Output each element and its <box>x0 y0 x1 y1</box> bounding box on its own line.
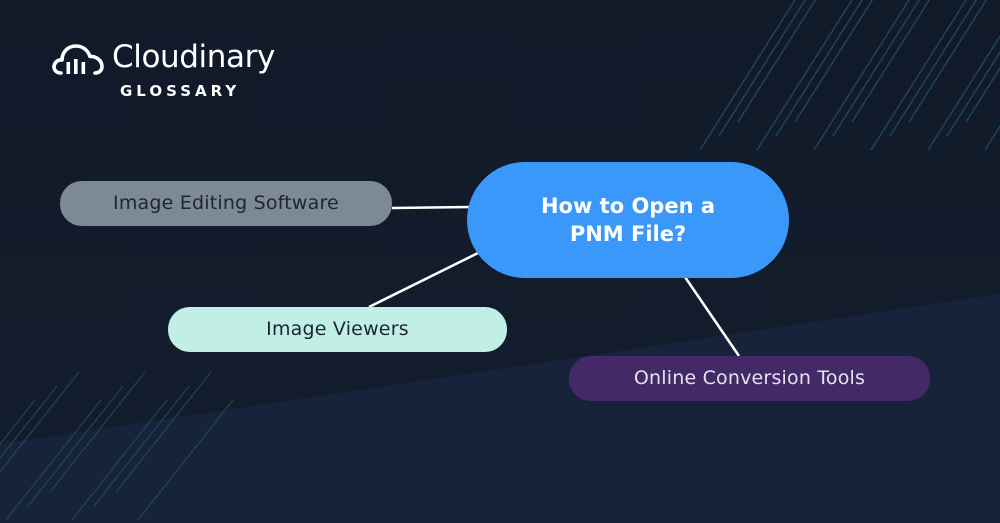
decorative-stripe <box>851 0 931 123</box>
decorative-stripe <box>775 0 863 137</box>
central-node: How to Open a PNM File? <box>467 162 789 278</box>
central-title-line-1: How to Open a <box>540 193 716 218</box>
cloud-logo-icon <box>52 44 104 75</box>
branch-image-viewers: Image Viewers <box>168 307 507 352</box>
background-band <box>0 294 1000 523</box>
decorative-stripe <box>927 35 1000 151</box>
decorative-stripe <box>737 0 817 123</box>
decorative-stripe <box>718 0 806 137</box>
decorative-stripe <box>5 399 102 521</box>
decorative-stripe <box>0 385 58 460</box>
decorative-stripe <box>93 385 190 507</box>
decorative-stripe <box>984 125 1000 151</box>
decorative-stripe <box>794 0 874 123</box>
logo: Cloudinary GLOSSARY <box>52 40 292 104</box>
decorative-stripe <box>832 0 920 137</box>
decorative-stripe <box>908 0 988 123</box>
decorative-stripe <box>0 371 80 473</box>
brand-subtitle: GLOSSARY <box>120 82 241 100</box>
branch-online-conversion-tools: Online Conversion Tools <box>569 356 930 401</box>
decorative-stripe <box>49 371 146 493</box>
decorative-stripe <box>889 0 977 137</box>
decorative-stripe <box>870 0 967 151</box>
decorative-stripe <box>27 385 124 507</box>
decorative-stripe <box>699 0 796 151</box>
decorative-stripe <box>0 399 36 446</box>
decorative-stripe <box>137 399 234 521</box>
brand-name: Cloudinary <box>112 39 275 75</box>
decorative-stripe <box>965 67 1000 123</box>
decorative-stripe <box>115 371 212 493</box>
stripe-group-bottom <box>0 371 234 521</box>
branch-image-editing-software: Image Editing Software <box>60 181 392 226</box>
decorative-stripe <box>946 51 1000 137</box>
decorative-stripe <box>813 0 910 151</box>
decorative-stripe <box>756 0 853 151</box>
central-title-line-2: PNM File? <box>569 222 687 246</box>
decorative-stripe <box>71 399 168 521</box>
stripe-group-top <box>699 0 1000 151</box>
